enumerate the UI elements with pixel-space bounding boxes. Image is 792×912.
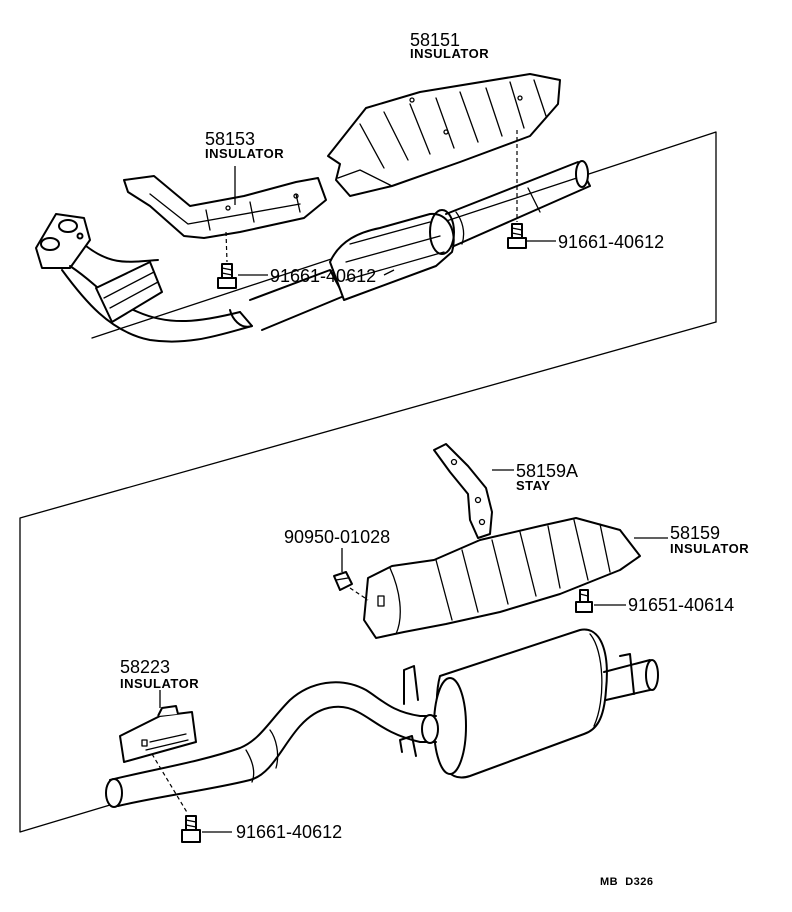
bolt-upper-left [217,263,237,289]
label-91661-40612-upper-left: 91661-40612 [270,266,376,286]
label-90950-01028: 90950-01028 [284,527,390,547]
bolt-lower-shape [181,815,201,843]
label-58151: 58151 INSULATOR [410,30,489,61]
part-number-58159: 58159 [670,523,720,543]
label-58223: 58223 INSULATOR [120,657,199,691]
label-91661-40612-upper-right: 91661-40612 [558,232,664,252]
center-exhaust-pipe [445,160,591,247]
lower-section-frame [19,321,717,833]
label-58153: 58153 INSULATOR [205,129,284,161]
part-name-58151: INSULATOR [410,46,489,61]
part-number-58159a: 58159A [516,461,578,481]
upper-section-frame [91,131,717,339]
muffler [399,628,659,779]
bolt-91651-40614-shape [575,589,593,613]
part-number-58223: 58223 [120,657,170,677]
label-91661-40612-lower: 91661-40612 [236,822,342,842]
part-number-58151: 58151 [410,30,460,50]
part-name-58159a: STAY [516,478,551,493]
insulator-58151-shape [327,73,561,197]
insulator-58223-shape [119,705,197,763]
part-number-91661-40612-c: 91661-40612 [236,822,342,842]
drawing-code: MB D326 [600,876,654,888]
label-91651-40614: 91651-40614 [628,595,734,615]
nut-90950-01028-shape [333,571,353,591]
bolt-upper-right [507,223,527,249]
insulator-58159-shape [363,517,641,639]
tail-exhaust-pipe [105,681,439,808]
label-58159: 58159 INSULATOR [670,523,749,556]
bolt-lower-guide [151,753,189,815]
label-58159a: 58159A STAY [516,461,578,493]
part-number-58153: 58153 [205,129,255,149]
part-name-58223: INSULATOR [120,676,199,691]
part-name-58159: INSULATOR [670,541,749,556]
nut-guide [349,587,369,601]
part-number-91661-40612-a: 91661-40612 [270,266,376,286]
insulator-58153-shape [123,175,327,239]
stay-58159a-shape [433,443,493,539]
leader-lines [159,166,668,833]
bolt-upper-left-guide [225,231,228,263]
part-number-91661-40612-b: 91661-40612 [558,232,664,252]
part-name-58153: INSULATOR [205,146,284,161]
part-number-90950-01028: 90950-01028 [284,527,390,547]
part-number-91651-40614: 91651-40614 [628,595,734,615]
manifold-flange [35,213,91,269]
catalytic-converter [329,209,455,301]
front-exhaust-pipe [61,245,345,343]
